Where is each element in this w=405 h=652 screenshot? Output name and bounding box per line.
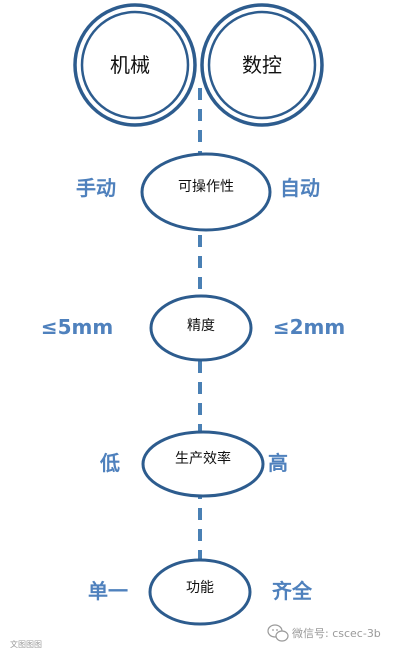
watermark-left: 文图图图 — [10, 639, 42, 649]
left-value: 手动 — [76, 176, 116, 200]
node-label: 可操作性 — [178, 179, 234, 195]
watermark-right-text: 微信号: cscec-3b — [292, 626, 381, 640]
attribute-row-precision: 精度 ≤5mm ≤2mm — [41, 294, 345, 362]
watermark-left-text: 文图图图 — [10, 639, 42, 649]
node-label: 生产效率 — [175, 450, 231, 467]
right-value: 齐全 — [272, 579, 313, 603]
node-label: 功能 — [186, 580, 214, 596]
header-circle-right: 数控 — [200, 3, 324, 127]
header-left-label: 机械 — [110, 53, 150, 77]
left-value: 单一 — [88, 579, 128, 603]
node-ellipse — [149, 294, 253, 362]
attribute-row-operability: 可操作性 手动 自动 — [76, 152, 320, 232]
node-ellipse — [148, 558, 252, 626]
right-value: 高 — [268, 451, 288, 475]
wechat-icon — [267, 624, 289, 642]
right-value: ≤2mm — [273, 315, 345, 339]
header-circle-left: 机械 — [73, 3, 197, 127]
header-right-label: 数控 — [242, 53, 282, 77]
left-value: 低 — [99, 451, 120, 475]
node-label: 精度 — [187, 318, 215, 334]
node-ellipse — [140, 152, 272, 232]
left-value: ≤5mm — [41, 315, 113, 339]
watermark-right: 微信号: cscec-3b — [267, 624, 381, 642]
node-ellipse — [141, 430, 265, 498]
attribute-row-function: 功能 单一 齐全 — [88, 558, 313, 626]
right-value: 自动 — [280, 176, 320, 200]
attribute-row-efficiency: 生产效率 低 高 — [99, 430, 288, 498]
